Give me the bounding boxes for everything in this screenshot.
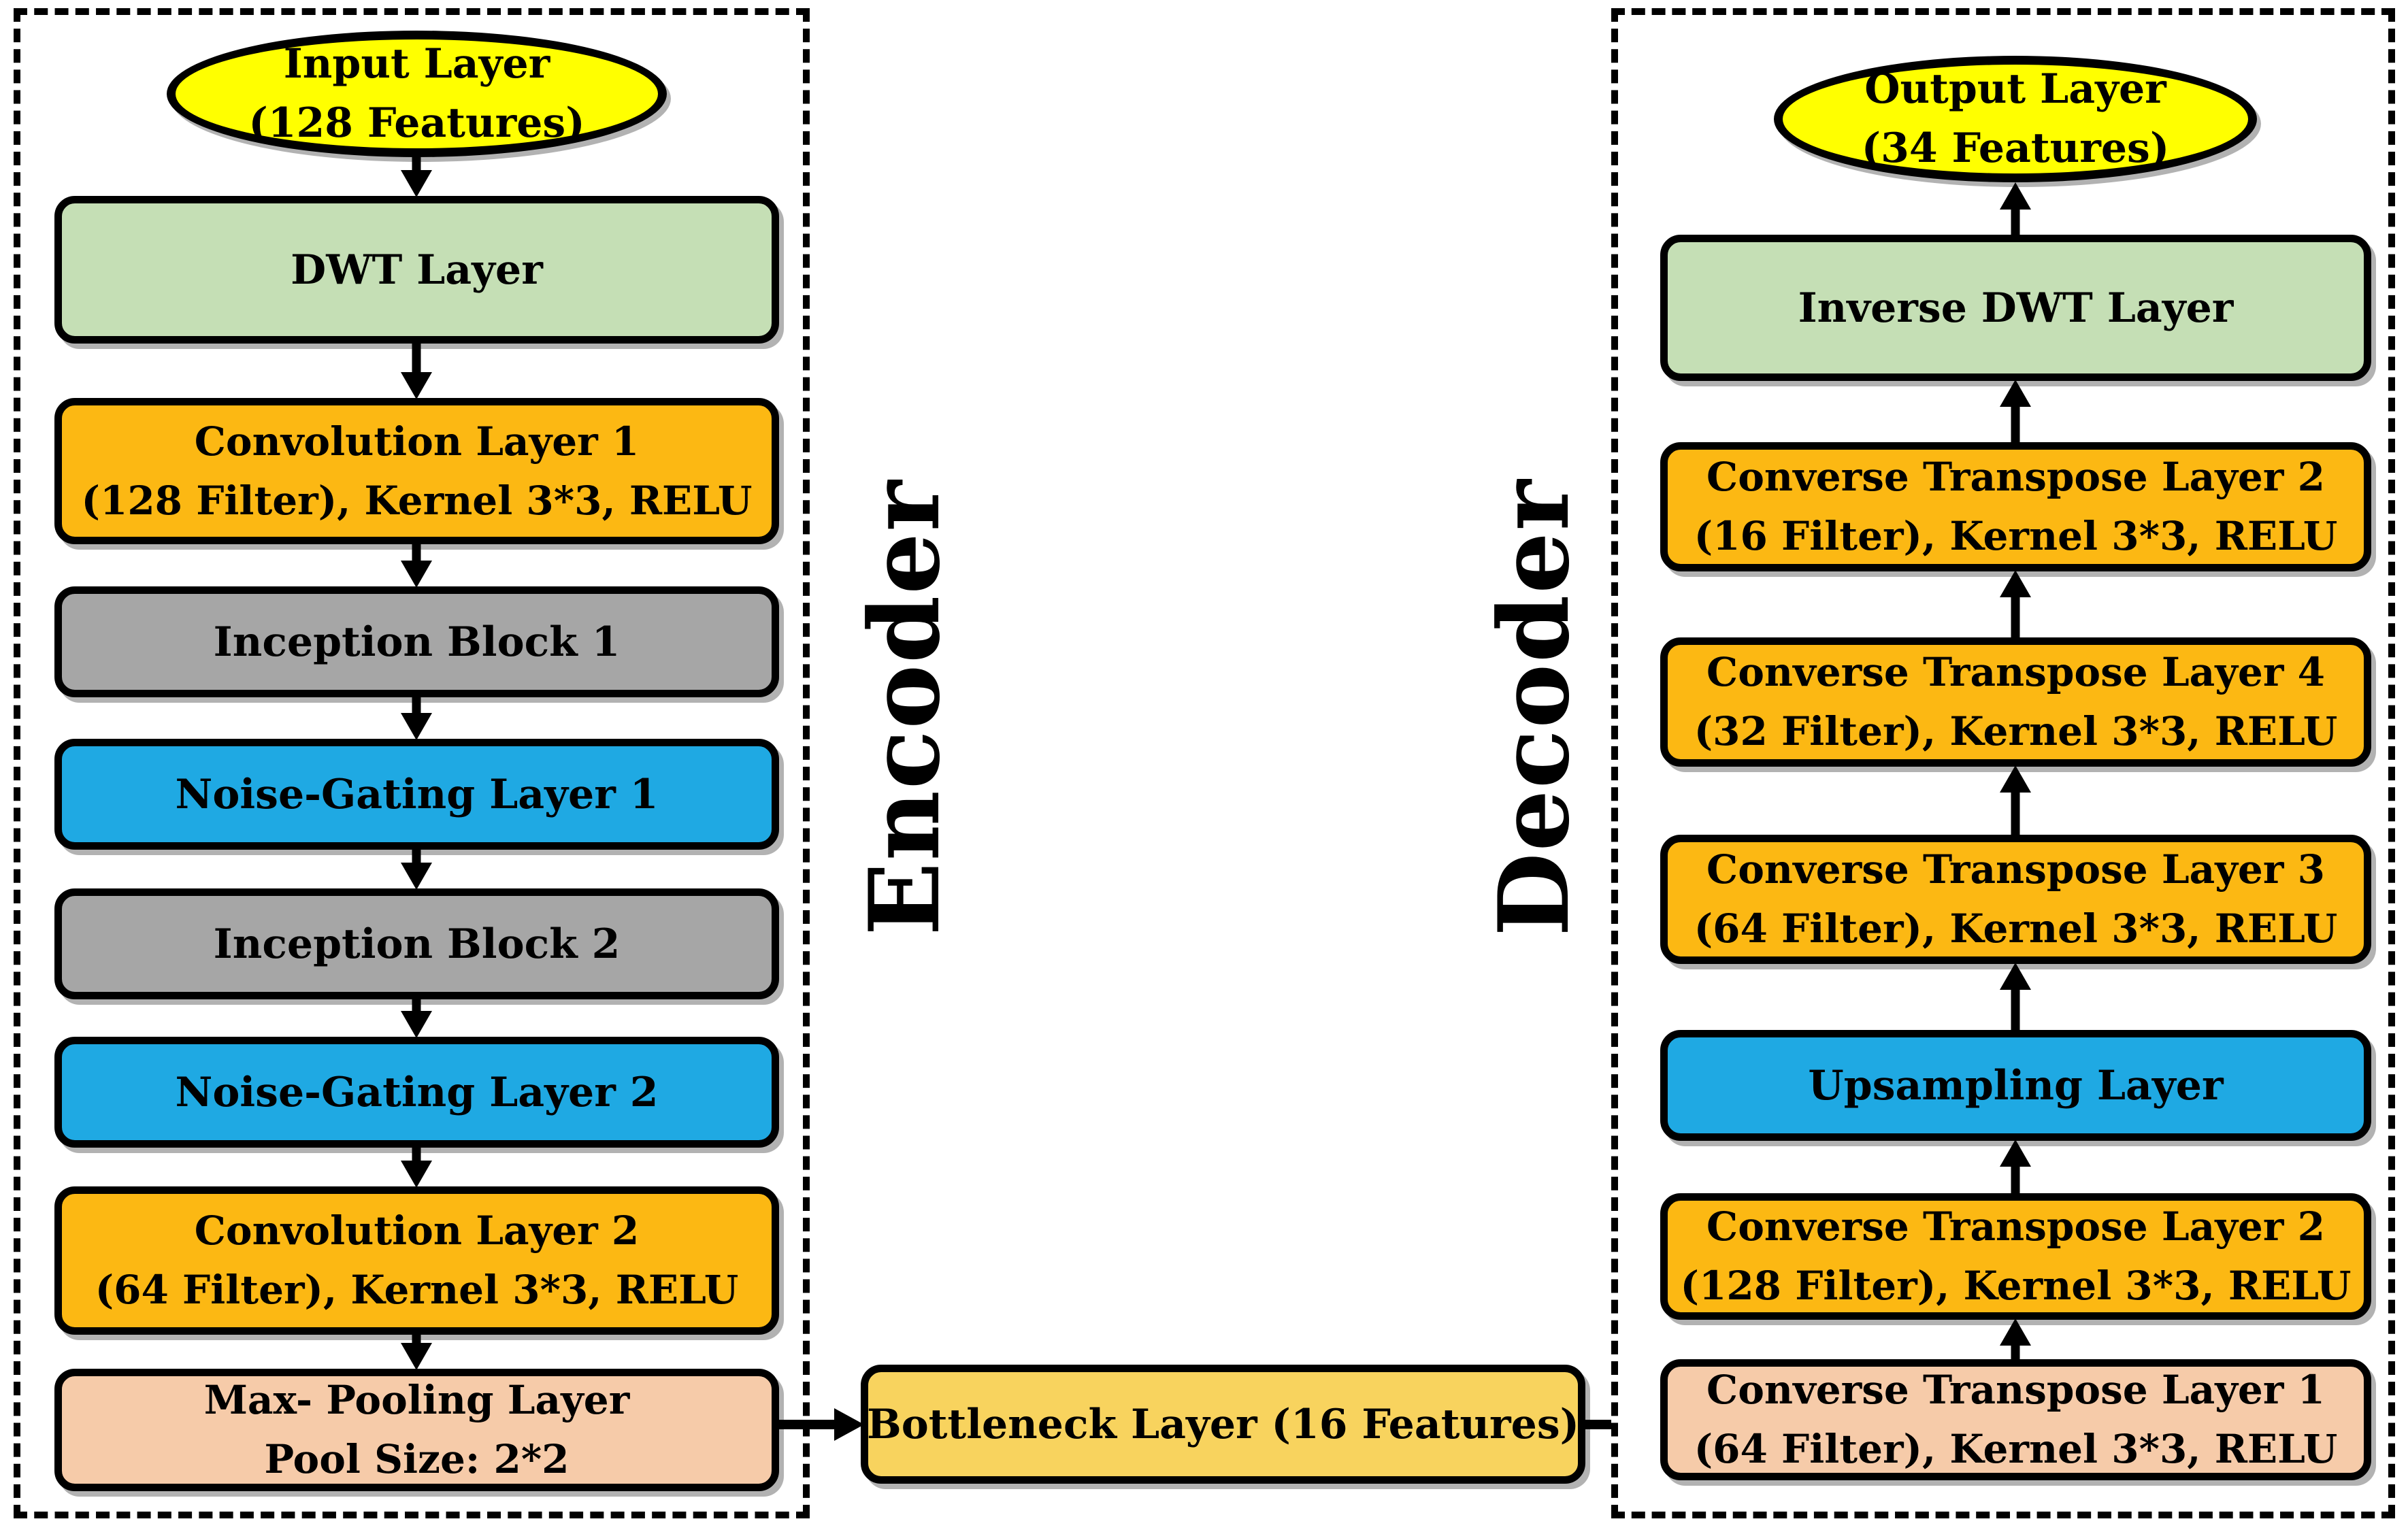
- conv1-line1: Convolution Layer 1: [194, 418, 640, 465]
- encoder-node-dwt-layer: DWT Layer: [54, 196, 779, 344]
- bottleneck-layer: Bottleneck Layer (16 Features): [861, 1365, 1585, 1484]
- output-layer-line1: Output Layer: [1864, 65, 2166, 113]
- decoder-node-converse-transpose-layer-3-64: Converse Transpose Layer 3 (64 Filter), …: [1660, 835, 2371, 964]
- ct1-64-line1: Converse Transpose Layer 1: [1706, 1367, 2325, 1413]
- arrow-up-icon: [2000, 182, 2031, 234]
- ct2-16-line2: (16 Filter), Kernel 3*3, RELU: [1694, 513, 2338, 559]
- encoder-node-max-pooling-layer: Max- Pooling Layer Pool Size: 2*2: [54, 1369, 779, 1491]
- decoder-section-label: Decoder: [1478, 478, 1591, 937]
- output-layer-ellipse: Output Layer (34 Features): [1774, 56, 2257, 182]
- conv2-line1: Convolution Layer 2: [194, 1208, 640, 1254]
- arrow-down-icon: [401, 543, 432, 588]
- decoder-node-converse-transpose-layer-1-64: Converse Transpose Layer 1 (64 Filter), …: [1660, 1359, 2371, 1480]
- input-layer-ellipse: Input Layer (128 Features): [167, 31, 667, 157]
- arrow-up-icon: [2000, 1318, 2031, 1359]
- bottleneck-label: Bottleneck Layer (16 Features): [867, 1400, 1579, 1448]
- decoder-node-converse-transpose-layer-2-128: Converse Transpose Layer 2 (128 Filter),…: [1660, 1193, 2371, 1320]
- ct3-64-line2: (64 Filter), Kernel 3*3, RELU: [1694, 905, 2338, 952]
- ct2-16-line1: Converse Transpose Layer 2: [1706, 454, 2325, 500]
- ct2-128-line1: Converse Transpose Layer 2: [1706, 1203, 2325, 1250]
- conv2-line2: (64 Filter), Kernel 3*3, RELU: [95, 1267, 739, 1313]
- inverse-dwt-label: Inverse DWT Layer: [1798, 284, 2234, 332]
- dwt-layer-label: DWT Layer: [291, 246, 543, 294]
- encoder-node-noise-gating-layer-1: Noise-Gating Layer 1: [54, 739, 779, 850]
- arrow-up-icon: [2000, 1139, 2031, 1193]
- decoder-node-converse-transpose-layer-4-32: Converse Transpose Layer 4 (32 Filter), …: [1660, 637, 2371, 767]
- encoder-section-label: Encoder: [848, 479, 961, 936]
- ct1-64-line2: (64 Filter), Kernel 3*3, RELU: [1694, 1426, 2338, 1472]
- arrow-down-icon: [401, 1146, 432, 1188]
- arrow-up-icon: [2000, 570, 2031, 637]
- ct4-32-line2: (32 Filter), Kernel 3*3, RELU: [1694, 708, 2338, 754]
- encoder-node-convolution-layer-1: Convolution Layer 1 (128 Filter), Kernel…: [54, 398, 779, 544]
- noise-gating2-label: Noise-Gating Layer 2: [175, 1068, 659, 1116]
- ct3-64-line1: Converse Transpose Layer 3: [1706, 846, 2325, 893]
- ct4-32-line1: Converse Transpose Layer 4: [1706, 649, 2325, 695]
- input-layer-line1: Input Layer: [283, 40, 550, 88]
- arrow-down-icon: [401, 696, 432, 740]
- output-layer-line2: (34 Features): [1861, 124, 2170, 172]
- noise-gating1-label: Noise-Gating Layer 1: [175, 770, 659, 818]
- arrow-down-icon: [401, 848, 432, 890]
- arrow-up-icon: [2000, 765, 2031, 835]
- upsampling-label: Upsampling Layer: [1808, 1061, 2224, 1110]
- arrow-down-icon: [401, 156, 432, 197]
- encoder-node-convolution-layer-2: Convolution Layer 2 (64 Filter), Kernel …: [54, 1186, 779, 1335]
- inception2-label: Inception Block 2: [213, 920, 621, 968]
- maxpool-line2: Pool Size: 2*2: [264, 1436, 570, 1482]
- decoder-node-upsampling-layer: Upsampling Layer: [1660, 1030, 2371, 1141]
- encoder-node-inception-block-2: Inception Block 2: [54, 888, 779, 999]
- maxpool-line1: Max- Pooling Layer: [203, 1377, 630, 1423]
- arrow-down-icon: [401, 998, 432, 1038]
- conv1-line2: (128 Filter), Kernel 3*3, RELU: [81, 477, 753, 524]
- encoder-node-noise-gating-layer-2: Noise-Gating Layer 2: [54, 1037, 779, 1148]
- arrow-up-icon: [2000, 963, 2031, 1030]
- decoder-node-converse-transpose-layer-2-16: Converse Transpose Layer 2 (16 Filter), …: [1660, 442, 2371, 571]
- inception1-label: Inception Block 1: [213, 618, 621, 666]
- arrow-down-icon: [401, 342, 432, 399]
- arrow-up-icon: [2000, 380, 2031, 442]
- input-layer-line2: (128 Features): [248, 99, 585, 147]
- arrow-down-icon: [401, 1333, 432, 1370]
- ct2-128-line2: (128 Filter), Kernel 3*3, RELU: [1680, 1263, 2352, 1309]
- encoder-node-inception-block-1: Inception Block 1: [54, 586, 779, 697]
- decoder-node-inverse-dwt-layer: Inverse DWT Layer: [1660, 235, 2371, 381]
- arrow-right-icon: [776, 1408, 864, 1441]
